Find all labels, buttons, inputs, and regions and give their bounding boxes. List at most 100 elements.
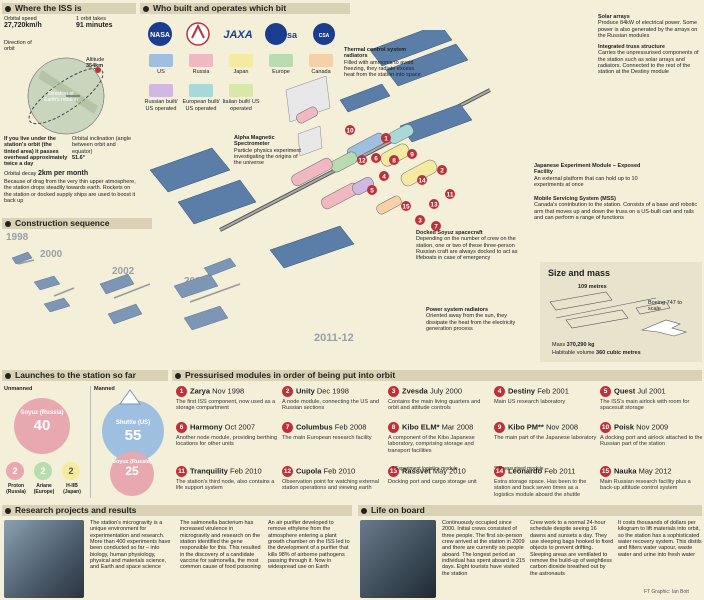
- construction-header: Construction sequence: [2, 218, 152, 229]
- module-description: The main part of the Japanese laboratory: [494, 435, 597, 441]
- csa-logo: [313, 23, 335, 45]
- module-description: The first ISS component, now used as a s…: [176, 399, 276, 412]
- orbit-value: 91 minutes: [76, 22, 113, 30]
- module-date: May 2012: [638, 466, 672, 476]
- module-description: The main European research facility: [282, 435, 372, 441]
- earth-rotation: Direction of Earth's rotation: [44, 91, 78, 103]
- manned-label: Manned: [94, 386, 115, 392]
- module-number: 15: [600, 466, 611, 477]
- module-description: The ISS's main airlock with room for spa…: [600, 399, 690, 412]
- svg-text:1: 1: [384, 136, 388, 143]
- module-number: 13: [388, 466, 399, 477]
- module-number: 4: [494, 386, 505, 397]
- size-outline: [549, 291, 688, 337]
- svg-text:NASA: NASA: [150, 32, 170, 39]
- callout-truss: Integrated truss structure Carries the u…: [598, 44, 699, 76]
- size-width: 109 metres: [578, 284, 607, 290]
- research-photo: [4, 520, 84, 598]
- module-number: 3: [388, 386, 399, 397]
- soyuz-unmanned-bubble: Soyuz (Russia) 40: [14, 398, 70, 454]
- footnote-elm: * Experiment logistics module: [392, 466, 458, 472]
- direction-orbit: Direction of orbit: [4, 40, 32, 53]
- proton-label: Proton (Russia): [6, 483, 26, 495]
- module-name: Zarya: [190, 386, 211, 396]
- module-number: 11: [176, 466, 187, 477]
- solar-arrays-bottom: [150, 103, 473, 269]
- module-date: Dec 1998: [316, 386, 349, 396]
- iss-illustration: 10 12 6 8 9 4 5 14 2 11 13 15 3 7 1: [150, 30, 491, 269]
- jaxa-logo: JAXA: [223, 29, 252, 41]
- tinted-area: [38, 70, 98, 114]
- svg-text:2: 2: [440, 168, 444, 175]
- modules-header: Pressurised modules in order of being pu…: [172, 370, 702, 381]
- module-date: Oct 2007: [224, 422, 256, 432]
- orbit-label: 1 orbit takes: [76, 16, 106, 22]
- radiators: [285, 75, 331, 157]
- life-header: Life on board: [358, 505, 702, 516]
- esa-logo: [265, 23, 287, 45]
- module-date: Mar 2008: [441, 422, 474, 432]
- year-2000: 2000: [40, 249, 63, 260]
- module-number: 7: [282, 422, 293, 433]
- module-description: A component of the Kibo Japanese laborat…: [388, 435, 475, 454]
- year-2002: 2002: [112, 266, 135, 277]
- module-date: Feb 2001: [537, 386, 569, 396]
- altitude: Altitude 354km: [86, 57, 105, 70]
- module-number: 1: [176, 386, 187, 397]
- agency-logos: NASA JAXA esa CSA: [148, 22, 335, 46]
- module-number: 10: [600, 422, 611, 433]
- module-name: Poisk: [614, 422, 635, 432]
- shuttle-icon: [119, 389, 141, 405]
- module-description: Contains the main living quarters and or…: [388, 399, 481, 412]
- speed-label: Orbital speed: [4, 16, 37, 22]
- module-name: Zvesda: [402, 386, 428, 396]
- module-date: July 2000: [429, 386, 463, 396]
- module-description: Another node module, providing berthing …: [176, 435, 278, 448]
- module-name: Quest: [614, 386, 636, 396]
- year-2011-12: 2011-12: [314, 332, 354, 344]
- module-description: A node module, connecting the US and Rus…: [282, 399, 380, 412]
- module-date: Jul 2001: [637, 386, 666, 396]
- swatch-europe: [269, 54, 293, 67]
- module-name: Leonardo: [508, 466, 543, 476]
- module-description: Docking port and cargo storage unit: [388, 479, 477, 485]
- swatch-us: [149, 54, 173, 67]
- module-name: Unity: [296, 386, 315, 396]
- module-description: The station's third node, also contains …: [176, 479, 275, 492]
- swatch-european-us: [189, 84, 213, 97]
- orbit-time: 1 orbit takes 91 minutes: [76, 16, 136, 30]
- orbital-speed: Orbital speed 27,720km/h: [4, 16, 134, 30]
- life-text-1: Continuously occupied since 2000. Initia…: [442, 520, 526, 577]
- research-header: Research projects and results: [2, 505, 352, 516]
- module-number: 8: [388, 422, 399, 433]
- inclination: Orbital inclination (angle between orbit…: [72, 136, 132, 161]
- habitable-volume: Habitable volume 360 cubic metres: [552, 350, 641, 356]
- callout-thermal: Thermal control system radiators Filled …: [344, 47, 421, 79]
- module-number: 12: [282, 466, 293, 477]
- module-name: Tranquility: [190, 466, 228, 476]
- module-name: Destiny: [508, 386, 536, 396]
- svg-text:9: 9: [410, 152, 414, 159]
- research-text-3: An air purifier developed to remove ethy…: [268, 520, 350, 571]
- swatch-japan: [229, 54, 253, 67]
- soyuz-manned-bubble: Soyuz (Russia) 25: [110, 452, 154, 496]
